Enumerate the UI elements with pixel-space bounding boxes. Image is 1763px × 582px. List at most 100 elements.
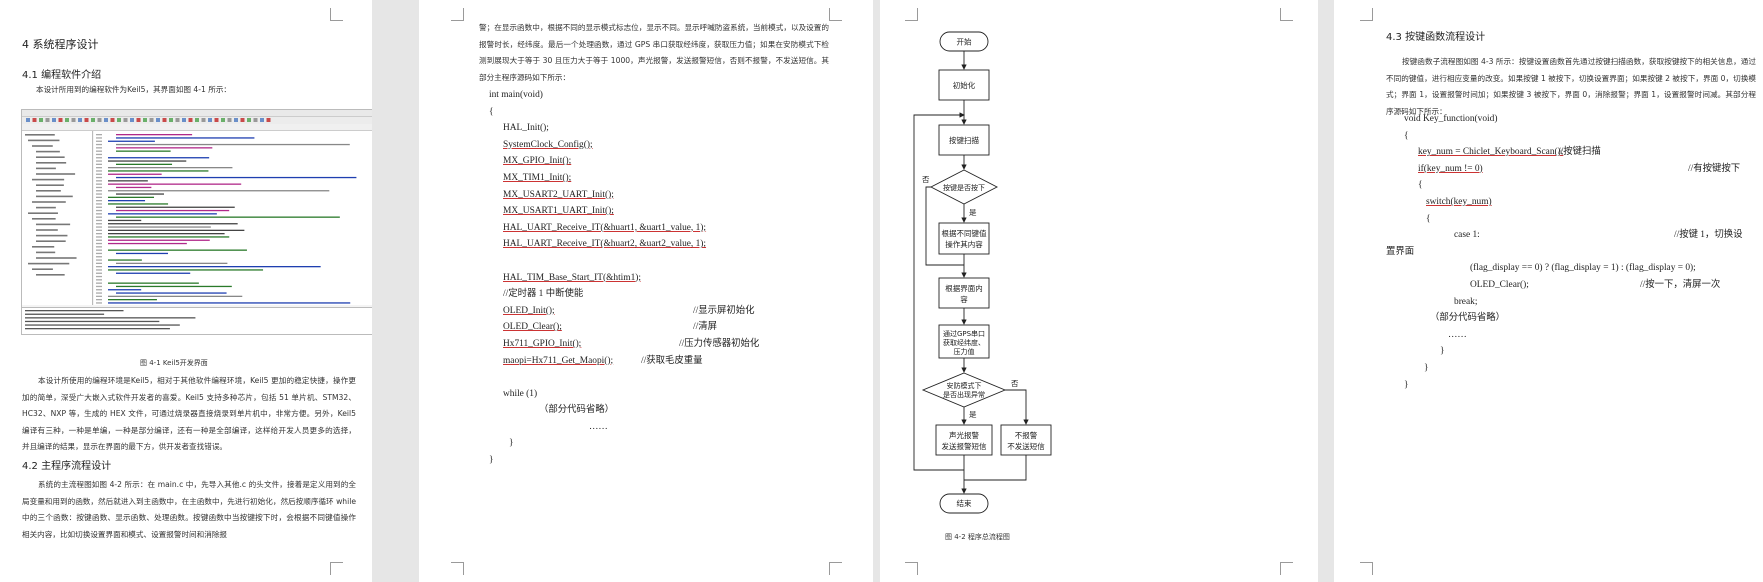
code-omitted-note: （部分代码省略） xyxy=(1430,313,1506,324)
code-line xyxy=(489,369,759,386)
ide-line-number xyxy=(96,279,102,281)
ide-tree-item xyxy=(36,274,65,276)
ide-code-line xyxy=(108,167,233,169)
code-comment: //按键 1，切换设 xyxy=(1674,230,1743,241)
flow-scan-label: 按键扫描 xyxy=(949,135,979,145)
ide-code-line xyxy=(108,200,146,202)
flow-display-node xyxy=(938,277,990,309)
ide-code-line xyxy=(108,295,243,297)
ide-code-line xyxy=(108,203,169,205)
flow-alarm-node xyxy=(935,424,993,456)
ide-line-number xyxy=(96,137,102,139)
ide-line-number xyxy=(96,134,102,136)
code-line: } xyxy=(1404,379,1409,390)
ide-toolbar-icon xyxy=(156,118,160,122)
ide-toolbar-icon xyxy=(195,118,199,122)
flow-end-node xyxy=(939,493,989,514)
ide-code-line xyxy=(116,143,350,146)
ide-tree-item xyxy=(32,218,56,220)
crop-mark xyxy=(451,8,464,21)
ide-toolbar-icon xyxy=(143,118,147,122)
flow-start-label: 开始 xyxy=(957,37,972,47)
ide-line-number xyxy=(96,285,102,288)
ide-line-number xyxy=(96,170,102,172)
ide-line-number xyxy=(96,249,102,251)
ide-code-line xyxy=(108,170,209,172)
ide-tree-item xyxy=(32,145,53,147)
flow-display-label: 根据界面内 xyxy=(945,283,983,293)
flow-no-alarm-label: 不发送短信 xyxy=(1007,441,1045,451)
code-line: int main(void) xyxy=(489,90,543,100)
ide-tree-item xyxy=(36,234,68,237)
code-line: break; xyxy=(1454,296,1478,307)
ide-tree-item xyxy=(28,262,70,265)
ide-line-number xyxy=(96,233,102,235)
key-code-block: void Key_function(void) { key_num = Chic… xyxy=(1386,111,1743,393)
ide-toolbar-icon xyxy=(201,118,206,122)
ide-line-number xyxy=(96,236,102,238)
ide-tree-item xyxy=(36,257,77,259)
ide-tree-item xyxy=(36,195,73,198)
ide-code-line xyxy=(108,140,155,142)
ide-toolbar-icon xyxy=(188,118,193,122)
ide-code-line xyxy=(108,266,321,268)
ide-code-line xyxy=(116,176,357,179)
crop-mark xyxy=(829,8,842,21)
ide-code-line xyxy=(108,236,230,238)
main-flowchart: 开始 初始化 按键扫描 按键是否按下 根据不同键值 操作其内容 根据界面内 容 … xyxy=(913,31,1052,514)
document-page-4: 4.3 按键函数流程设计 按键函数子流程图如图 4-3 所示：按键设置函数首先通… xyxy=(1334,0,1763,582)
ide-toolbar-icon xyxy=(91,118,95,122)
paragraph-main-continued: 警；在显示函数中，根据不同的显示模式标志位，显示不同。显示呼喊防盗系统，当前模式… xyxy=(479,23,829,82)
crop-mark xyxy=(905,562,918,575)
ide-toolbar-icon xyxy=(240,118,245,122)
ide-tree-item xyxy=(36,156,65,158)
ide-code-line xyxy=(108,242,187,245)
code-line: OLED_Clear(); xyxy=(1470,279,1529,290)
crop-mark xyxy=(451,562,464,575)
flow-gps-node xyxy=(938,324,990,359)
flow-alarm-label: 发送报警短信 xyxy=(942,441,987,451)
code-line: MX_USART1_UART_Init(); xyxy=(503,206,614,217)
flow-no-label: 否 xyxy=(922,175,930,184)
ide-code-line xyxy=(116,252,169,255)
ide-line-number xyxy=(96,143,102,146)
ide-line-number xyxy=(96,226,102,228)
ide-toolbar-icon xyxy=(97,118,102,122)
ide-toolbar-icon xyxy=(52,118,56,122)
ide-toolbar-icon xyxy=(65,118,69,122)
ide-code-line xyxy=(116,134,193,136)
flow-no-label: 否 xyxy=(1011,379,1019,388)
ide-code-line xyxy=(116,147,213,149)
code-line: key_num = Chiclet_Keyboard_Scan(); xyxy=(1418,147,1564,158)
ide-line-number xyxy=(96,229,102,231)
ide-build-output xyxy=(22,307,372,334)
ide-tree-item xyxy=(36,184,64,186)
ide-line-number xyxy=(96,289,102,291)
ide-line-number xyxy=(96,203,102,205)
ide-toolbar-icon xyxy=(130,118,134,122)
ide-line-number xyxy=(96,275,102,278)
ide-code-line xyxy=(116,206,235,208)
ide-line-number xyxy=(96,190,102,192)
ide-line-number xyxy=(96,216,102,218)
document-page-1: 4 系统程序设计 4.1 编程软件介绍 本设计所用到的编程软件为Keil5，其界… xyxy=(0,0,372,582)
ide-tree-item xyxy=(36,223,71,226)
ide-toolbar-icon xyxy=(71,118,76,122)
ide-code-line xyxy=(108,282,199,284)
ide-code-line xyxy=(108,219,142,222)
flow-scan-node xyxy=(938,124,990,156)
ide-tree-item xyxy=(36,190,61,192)
ide-toolbar-icon xyxy=(45,118,50,122)
ide-build-line xyxy=(25,328,170,330)
ide-line-number xyxy=(96,140,102,142)
ide-code-line xyxy=(108,269,264,271)
code-line: Hx711_GPIO_Init(); xyxy=(503,338,582,349)
flow-alarm-label: 声光报警 xyxy=(949,430,979,440)
code-line: MX_GPIO_Init(); xyxy=(503,156,572,167)
ide-code-line xyxy=(108,289,142,291)
code-line xyxy=(489,253,759,270)
ide-code-line xyxy=(108,223,238,225)
subsection-title-4-1: 4.1 编程软件介绍 xyxy=(22,70,102,81)
ide-code-line xyxy=(108,299,157,301)
flow-key-process-node xyxy=(938,222,990,255)
